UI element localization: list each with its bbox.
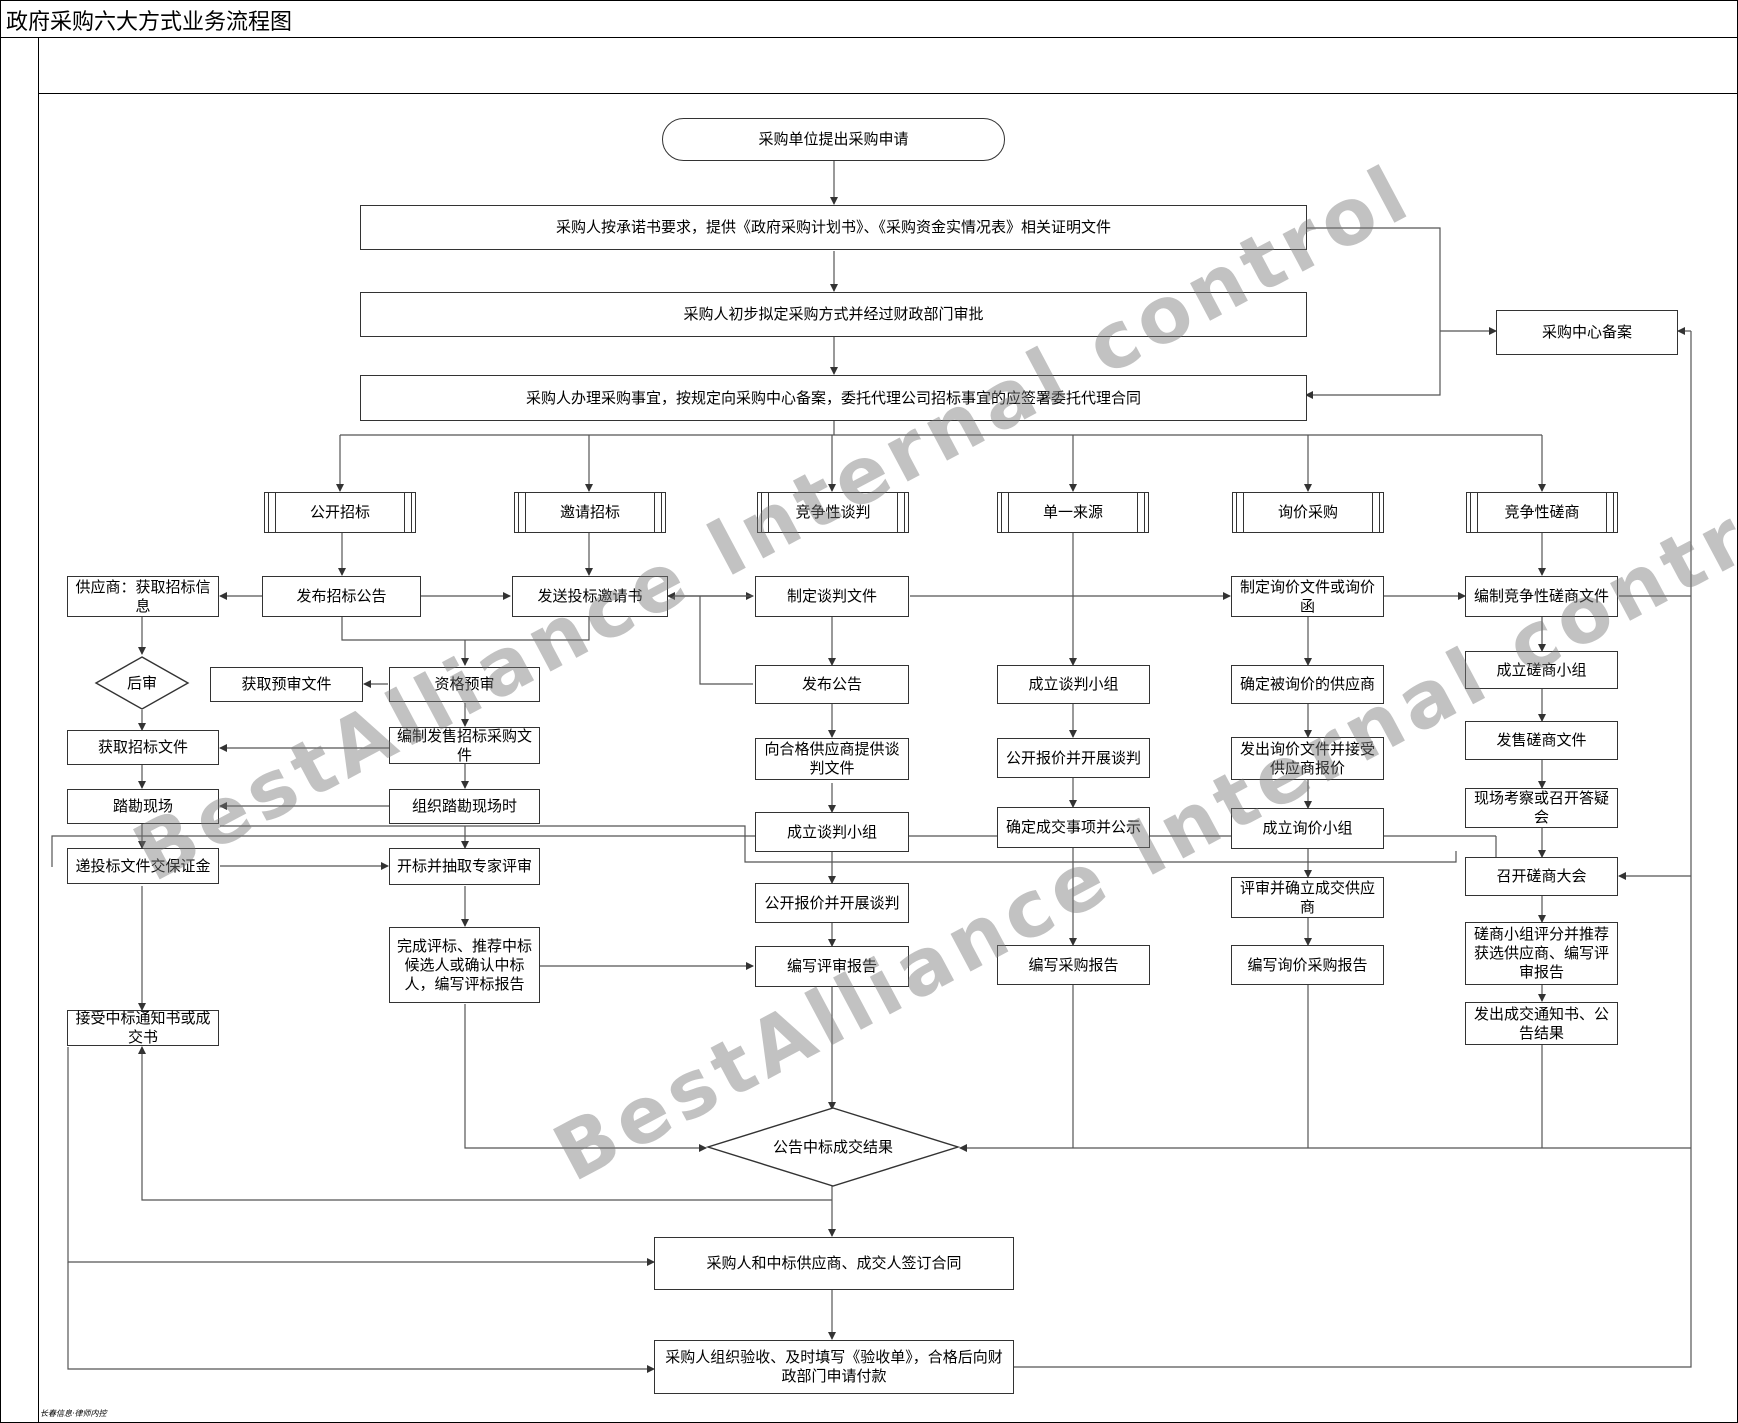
- method-invited-tender: 邀请招标: [514, 492, 666, 533]
- inquiry-group: 成立询价小组: [1231, 808, 1384, 849]
- negotiation-provide-docs: 向合格供应商提供谈判文件: [755, 738, 909, 780]
- negotiation-report: 编写评审报告: [755, 946, 909, 987]
- supplier-submit-bid: 递投标文件交保证金: [67, 848, 219, 884]
- method-open-tender: 公开招标: [264, 492, 416, 533]
- consultation-meeting: 召开磋商大会: [1465, 857, 1618, 896]
- single-source-open-quote: 公开报价并开展谈判: [997, 738, 1150, 778]
- start-node: 采购单位提出采购申请: [662, 118, 1005, 161]
- single-source-report: 编写采购报告: [997, 945, 1150, 985]
- single-source-confirm: 确定成交事项并公示: [997, 807, 1150, 848]
- footer-signature: 长春信息·律师内控: [40, 1409, 107, 1418]
- inquiry-send: 发出询价文件并接受供应商报价: [1231, 737, 1384, 780]
- inquiry-doc: 制定询价文件或询价函: [1231, 576, 1384, 617]
- result-announcement: 公告中标成交结果: [772, 1137, 893, 1156]
- inquiry-review: 评审并确立成交供应商: [1231, 877, 1384, 918]
- supplier-get-tender-docs: 获取招标文件: [67, 730, 219, 765]
- left-lane: [0, 38, 39, 1423]
- negotiation-group: 成立谈判小组: [755, 812, 909, 852]
- step-handle-procurement: 采购人办理采购事宜，按规定向采购中心备案，委托代理公司招标事宜的应签署委托代理合…: [360, 375, 1307, 421]
- method-single-source: 单一来源: [997, 492, 1149, 533]
- inquiry-suppliers: 确定被询价的供应商: [1231, 665, 1384, 704]
- page-title: 政府采购六大方式业务流程图: [6, 10, 293, 35]
- acceptance-payment: 采购人组织验收、及时填写《验收单》，合格后向财政部门申请付款: [654, 1340, 1014, 1394]
- inquiry-report: 编写询价采购报告: [1231, 945, 1384, 985]
- title-bar-divider: [0, 0, 1738, 38]
- step-provide-documents: 采购人按承诺书要求，提供《政府采购计划书》、《采购资金实情况表》相关证明文件: [360, 205, 1307, 250]
- consultation-score: 磋商小组评分并推荐获选供应商、编写评审报告: [1465, 922, 1618, 985]
- organize-site-survey: 组织踏勘现场时: [389, 789, 540, 824]
- consultation-doc: 编制竞争性磋商文件: [1465, 576, 1618, 617]
- send-invitation: 发送投标邀请书: [512, 576, 668, 617]
- negotiation-open-quote: 公开报价并开展谈判: [755, 883, 909, 923]
- method-competitive-negotiation: 竞争性谈判: [757, 492, 909, 533]
- compile-tender-docs: 编制发售招标采购文件: [389, 727, 540, 764]
- supplier-site-survey: 踏勘现场: [67, 789, 219, 824]
- header-lane: [39, 38, 1738, 94]
- center-record: 采购中心备案: [1496, 310, 1678, 355]
- consultation-site-qa: 现场考察或召开答疑会: [1465, 788, 1618, 828]
- finish-evaluation: 完成评标、推荐中标候选人或确认中标人，编写评标报告: [389, 927, 540, 1003]
- method-inquiry: 询价采购: [1232, 492, 1384, 533]
- method-competitive-consultation: 竞争性磋商: [1466, 492, 1618, 533]
- supplier-get-info: 供应商：获取招标信息: [67, 576, 219, 617]
- consultation-group: 成立磋商小组: [1465, 651, 1618, 689]
- consultation-notice: 发出成交通知书、公告结果: [1465, 1002, 1618, 1045]
- post-review-decision: 后审: [126, 673, 157, 692]
- open-bids: 开标并抽取专家评审: [389, 848, 540, 885]
- consultation-sell-docs: 发售磋商文件: [1465, 721, 1618, 760]
- supplier-accept-notice: 接受中标通知书或成交书: [67, 1009, 219, 1046]
- publish-tender-notice: 发布招标公告: [262, 576, 421, 617]
- step-approve-method: 采购人初步拟定采购方式并经过财政部门审批: [360, 292, 1307, 337]
- negotiation-publish: 发布公告: [755, 665, 909, 704]
- negotiation-doc: 制定谈判文件: [755, 576, 909, 617]
- sign-contract: 采购人和中标供应商、成交人签订合同: [654, 1237, 1014, 1290]
- get-prequal-docs: 获取预审文件: [210, 667, 363, 702]
- single-source-group: 成立谈判小组: [997, 665, 1150, 704]
- prequalification: 资格预审: [389, 667, 540, 702]
